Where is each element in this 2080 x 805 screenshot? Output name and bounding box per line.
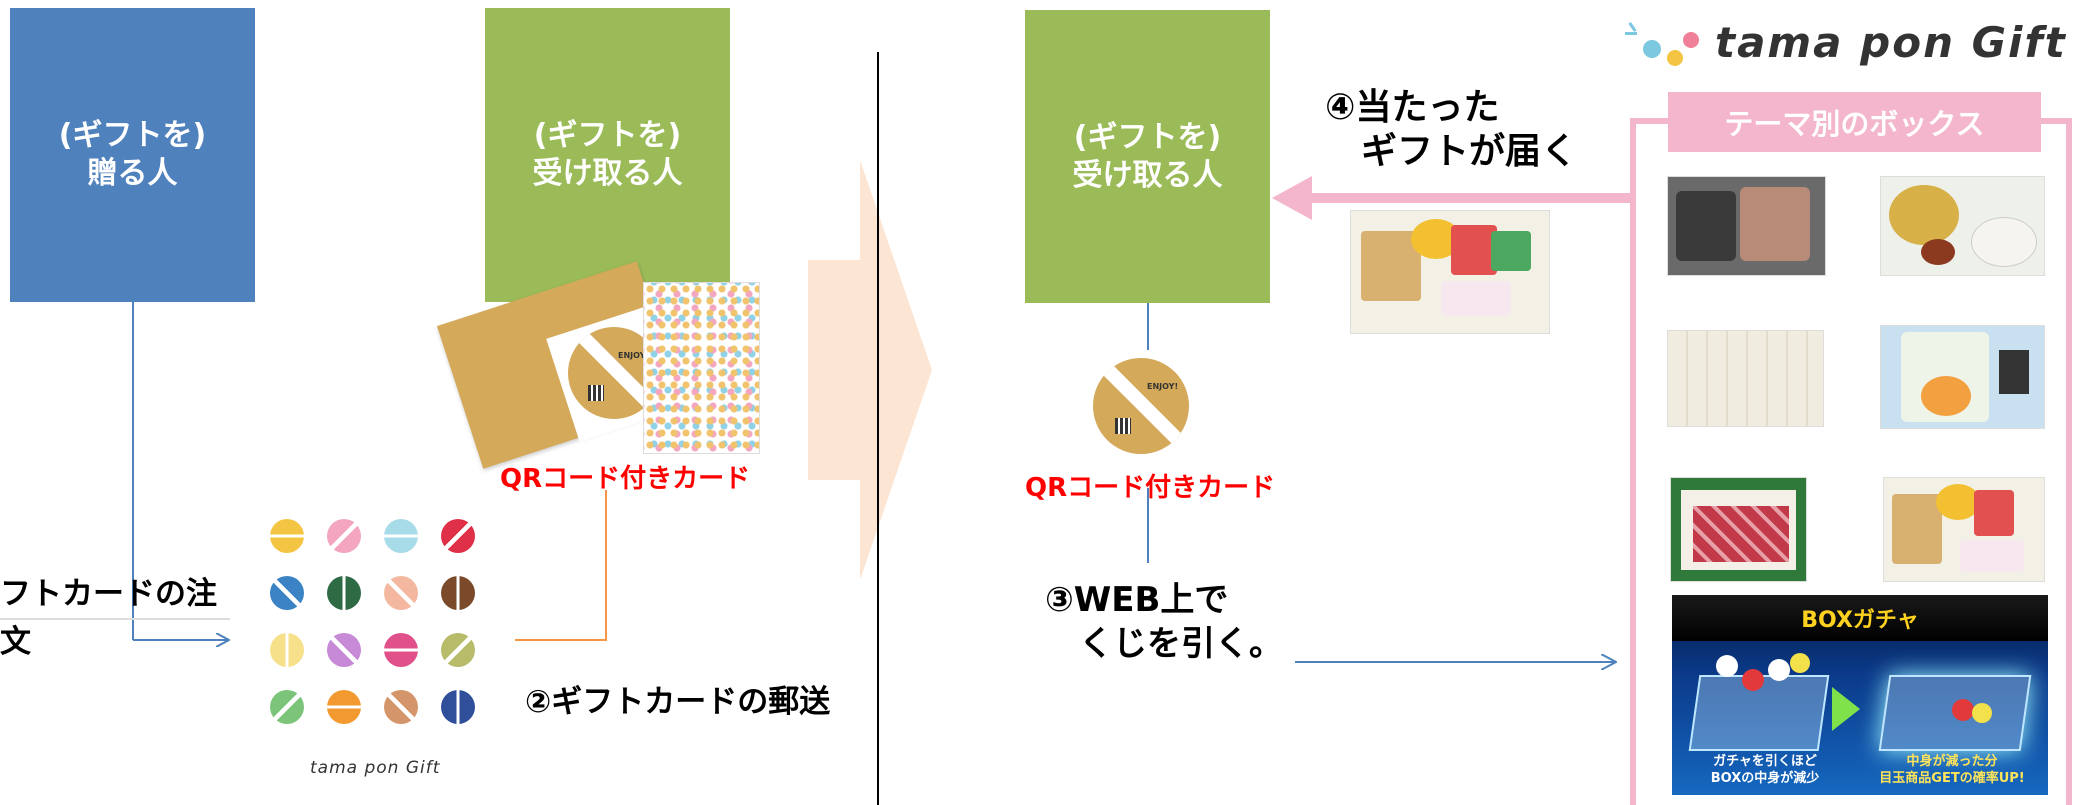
giver-box: (ギフトを) 贈る人: [10, 8, 255, 302]
gacha-caption-left: ガチャを引くほど BOXの中身が減少: [1710, 754, 1820, 786]
qr-code-icon: [588, 385, 604, 401]
gacha-banner: BOXガチャ ガチャを引くほど BOXの中身が減少 中身が減った分 目玉商品GE…: [1672, 595, 2048, 795]
dot-purple-icon: [327, 633, 361, 667]
card-emblem-right-icon: ENJOY!: [1093, 358, 1189, 454]
qr-code-right-icon: [1115, 418, 1131, 434]
left-connectors: [132, 302, 607, 805]
dot-pink-icon: [327, 519, 361, 553]
dot-lightblue-icon: [384, 519, 418, 553]
gacha-play-icon: [1832, 687, 1860, 731]
dot-olive-icon: [441, 633, 475, 667]
dot-darkgreen-icon: [327, 576, 361, 610]
dot-brown-icon: [441, 576, 475, 610]
product-photo-dish: [1880, 176, 2045, 276]
gacha-caption-right: 中身が減った分 目玉商品GETの確率UP!: [1879, 754, 2025, 786]
qr-card-label-left: QRコード付きカード: [500, 464, 751, 494]
product-photo-rice: [1880, 325, 2045, 429]
order-label: フトカードの注文: [0, 570, 230, 660]
delivered-label: ④当たった ギフトが届く: [1325, 87, 1578, 172]
dot-peach-icon: [384, 576, 418, 610]
mail-line: [515, 490, 607, 641]
logo-text: tama pon Gift: [1715, 18, 2067, 67]
dot-navy-icon: [441, 690, 475, 724]
panel-header: テーマ別のボックス: [1668, 92, 2041, 152]
logo-mark-icon: [1625, 14, 1707, 70]
receiver-box-right: (ギフトを) 受け取る人: [1025, 10, 1270, 303]
enjoy-text: ENJOY!: [618, 351, 650, 360]
qr-card-label-right: QRコード付きカード: [1025, 473, 1276, 503]
web-label: ③WEB上で くじを引く。: [1045, 580, 1283, 664]
product-photo-fish: [1667, 176, 1826, 276]
dot-blue-icon: [270, 576, 304, 610]
flow-arrow-icon: [808, 160, 932, 580]
delivered-gift-photo: [1350, 210, 1550, 334]
delivery-arrow-head: [1272, 176, 1312, 220]
section-divider: [877, 52, 879, 805]
product-photo-meat: [1670, 477, 1807, 582]
dot-tan-icon: [384, 690, 418, 724]
gacha-title-bar: BOXガチャ: [1672, 595, 2048, 641]
product-photo-paper: [1667, 330, 1824, 427]
dot-cream-icon: [270, 633, 304, 667]
dot-orange-icon: [327, 690, 361, 724]
dot-red-icon: [441, 519, 475, 553]
receiver-box-left: (ギフトを) 受け取る人: [485, 8, 730, 302]
enjoy-text-right: ENJOY!: [1147, 382, 1179, 391]
dot-green-icon: [270, 690, 304, 724]
product-photo-gift: [1883, 477, 2045, 582]
dot-magenta-icon: [384, 633, 418, 667]
brand-small: tama pon Gift: [310, 758, 441, 778]
pattern-card: [643, 282, 760, 454]
mail-label: ②ギフトカードの郵送: [525, 684, 831, 720]
dot-yellow-icon: [270, 519, 304, 553]
